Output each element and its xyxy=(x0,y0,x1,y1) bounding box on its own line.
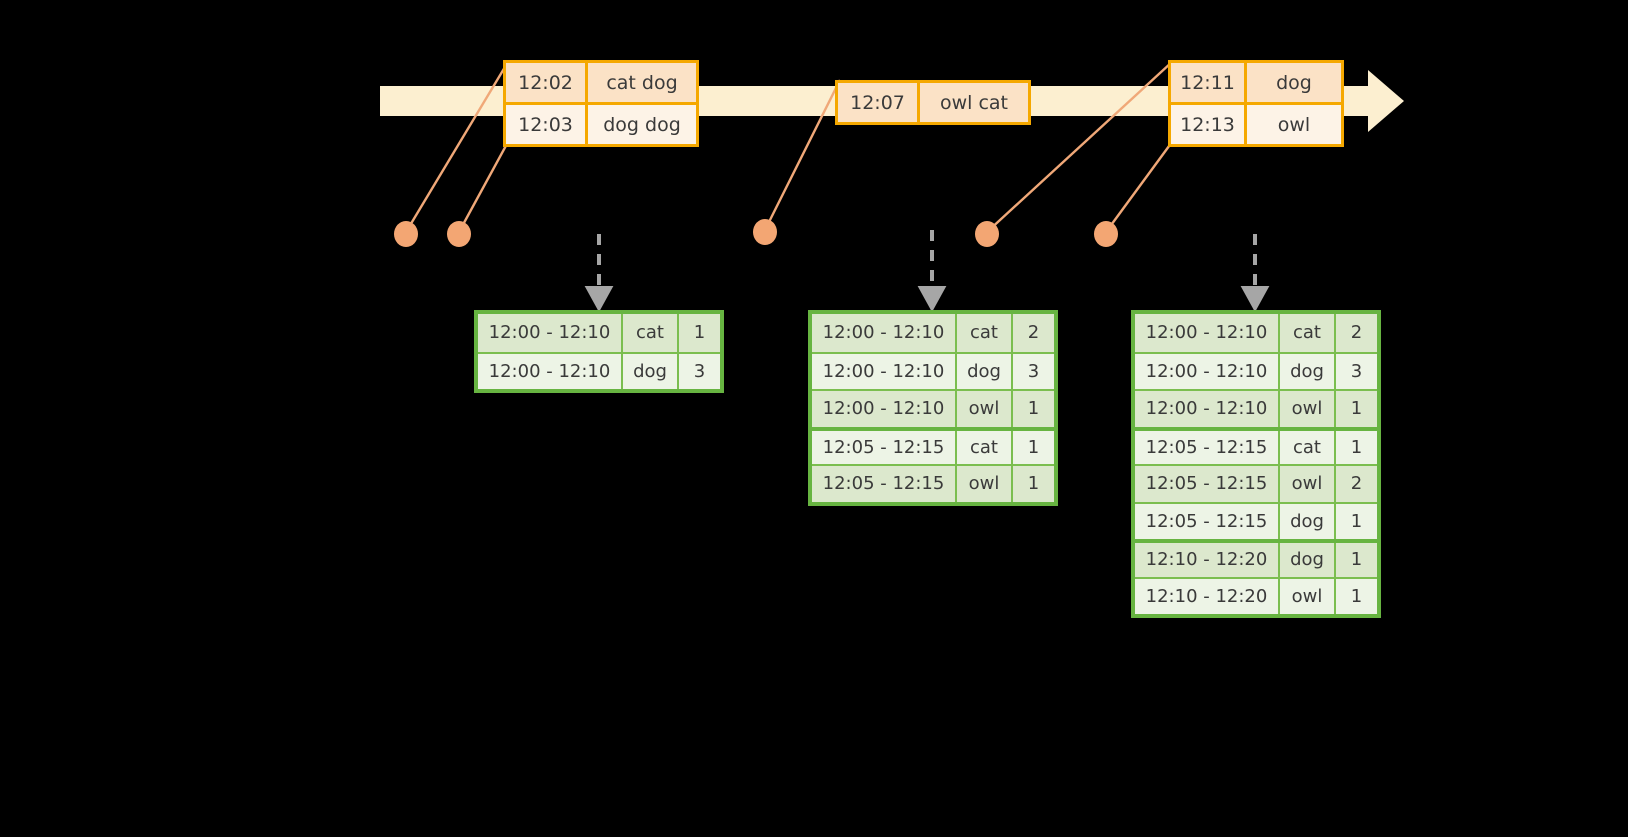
timeline-event-group-3[interactable]: 12:11 dog 12:13 owl xyxy=(1168,60,1344,147)
event-dot xyxy=(753,219,777,245)
cell-window: 12:00 - 12:10 xyxy=(812,353,957,389)
cell-count: 1 xyxy=(1350,436,1363,458)
timeline-event-row[interactable]: 12:13 owl xyxy=(1171,102,1341,144)
cell-word: cat xyxy=(623,314,679,352)
cell-window: 12:05 - 12:15 xyxy=(1135,503,1280,539)
event-words: dog dog xyxy=(603,113,681,136)
cell-word: dog xyxy=(1280,353,1336,389)
cell-window: 12:00 - 12:10 xyxy=(1135,391,1280,427)
event-dot xyxy=(975,221,999,247)
timeline-event-row[interactable]: 12:11 dog xyxy=(1171,63,1341,102)
cell-word: owl xyxy=(957,466,1013,502)
cell-window: 12:05 - 12:15 xyxy=(812,466,957,502)
event-words: cat dog xyxy=(606,71,678,94)
cell-count: 1 xyxy=(1027,473,1040,495)
cell-word: dog xyxy=(1280,543,1336,577)
cell-count: 1 xyxy=(1027,398,1040,420)
cell-count: 1 xyxy=(1027,436,1040,458)
cell-count: 2 xyxy=(1027,322,1040,344)
cell-word: cat xyxy=(1280,430,1336,464)
cell-word: dog xyxy=(957,353,1013,389)
cell-word: owl xyxy=(1280,391,1336,427)
cell-count: 3 xyxy=(693,360,706,382)
event-words: owl cat xyxy=(939,91,1009,114)
cell-count: 1 xyxy=(1350,398,1363,420)
cell-window: 12:05 - 12:15 xyxy=(1135,466,1280,502)
cell-window: 12:10 - 12:20 xyxy=(1135,543,1280,577)
cell-window: 12:00 - 12:10 xyxy=(478,353,623,389)
timeline-event-row[interactable]: 12:03 dog dog xyxy=(506,102,696,144)
cell-window: 12:00 - 12:10 xyxy=(1135,314,1280,352)
timeline-event-row[interactable]: 12:02 cat dog xyxy=(506,63,696,102)
cell-window: 12:00 - 12:10 xyxy=(812,391,957,427)
event-words: owl xyxy=(1277,113,1311,136)
cell-count: 2 xyxy=(1350,322,1363,344)
cell-window: 12:05 - 12:15 xyxy=(1135,430,1280,464)
event-timestamp: 12:13 xyxy=(1171,105,1247,144)
cell-word: dog xyxy=(1280,503,1336,539)
timeline-event-group-1[interactable]: 12:02 cat dog 12:03 dog dog xyxy=(503,60,699,147)
cell-window: 12:00 - 12:10 xyxy=(1135,353,1280,389)
event-timestamp: 12:11 xyxy=(1171,63,1247,102)
cell-word: owl xyxy=(1280,466,1336,502)
cell-window: 12:00 - 12:10 xyxy=(478,314,623,352)
cell-count: 3 xyxy=(1350,360,1363,382)
event-timestamp: 12:02 xyxy=(506,63,588,102)
cell-count: 2 xyxy=(1350,473,1363,495)
cell-count: 1 xyxy=(1350,510,1363,532)
cell-word: cat xyxy=(957,430,1013,464)
event-dots xyxy=(394,219,1118,247)
cell-word: dog xyxy=(623,353,679,389)
cell-window: 12:05 - 12:15 xyxy=(812,430,957,464)
cell-count: 3 xyxy=(1027,360,1040,382)
cell-window: 12:10 - 12:20 xyxy=(1135,578,1280,614)
cell-count: 1 xyxy=(1350,585,1363,607)
cell-word: cat xyxy=(1280,314,1336,352)
event-timestamp: 12:03 xyxy=(506,105,588,144)
event-dot xyxy=(447,221,471,247)
event-timestamp: 12:07 xyxy=(838,83,920,122)
event-words: dog xyxy=(1276,71,1312,94)
timeline-event-group-2[interactable]: 12:07 owl cat xyxy=(835,80,1031,125)
event-dot xyxy=(1094,221,1118,247)
timeline-event-row[interactable]: 12:07 owl cat xyxy=(838,83,1028,122)
cell-word: owl xyxy=(1280,578,1336,614)
event-dot xyxy=(394,221,418,247)
cell-word: cat xyxy=(957,314,1013,352)
cell-window: 12:00 - 12:10 xyxy=(812,314,957,352)
cell-count: 1 xyxy=(693,322,706,344)
table-down-arrows xyxy=(584,230,1270,313)
cell-count: 1 xyxy=(1350,549,1363,571)
cell-word: owl xyxy=(957,391,1013,427)
